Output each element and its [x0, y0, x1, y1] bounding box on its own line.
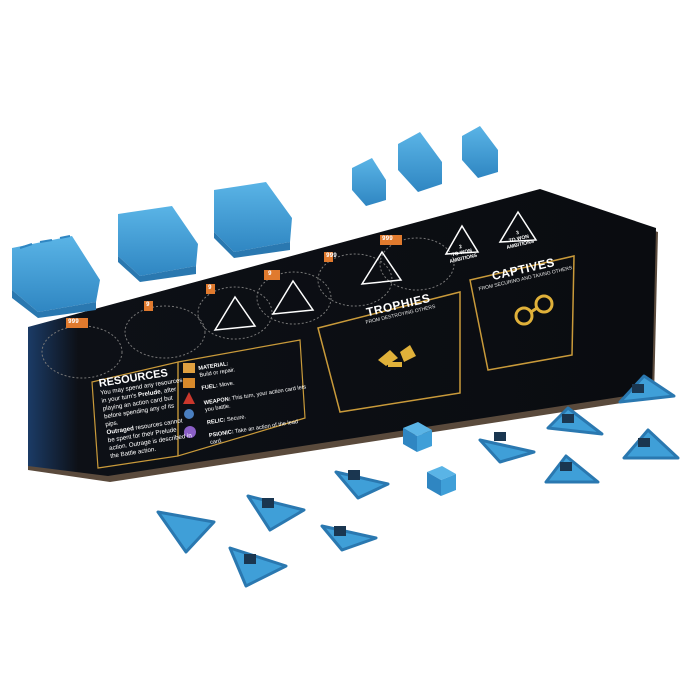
starport-piece[interactable] — [352, 158, 386, 206]
player-board — [28, 189, 658, 482]
fuel-icon — [183, 378, 195, 388]
starport-piece[interactable] — [462, 126, 498, 178]
ship-stack[interactable] — [12, 235, 100, 318]
pip-tag-label: 9 — [268, 270, 272, 277]
resource-icons — [183, 363, 196, 438]
captives-frame — [469, 255, 575, 371]
resource-slot[interactable] — [317, 253, 393, 307]
starport-token[interactable] — [546, 406, 604, 436]
weapon-icon — [183, 392, 195, 404]
resources-text-block: RESOURCES You may spend any resources in… — [98, 365, 194, 461]
pip-tag — [380, 235, 402, 245]
pip-tag-label: 9 — [146, 301, 150, 308]
trophy-icon — [378, 345, 416, 367]
starport-token[interactable] — [478, 432, 536, 464]
fuel-desc: Move. — [218, 380, 235, 389]
pip-tags — [66, 235, 402, 328]
handcuffs-icon — [514, 294, 554, 326]
starport-piece[interactable] — [398, 132, 442, 192]
pip-tag — [324, 252, 333, 262]
triangle-slot — [271, 279, 315, 315]
trophies-panel — [317, 291, 461, 413]
triangle-tokens — [156, 374, 680, 588]
city-token[interactable] — [228, 546, 288, 588]
pip-tag-label: 999 — [68, 318, 79, 325]
pip-tag — [144, 301, 153, 311]
resources-panel — [91, 339, 306, 469]
triangle-slot — [213, 295, 257, 331]
ship-stack[interactable] — [118, 206, 198, 282]
agent-cube[interactable] — [427, 466, 456, 496]
city-token[interactable] — [334, 470, 390, 500]
city-token[interactable] — [320, 524, 378, 552]
resource-slot[interactable] — [197, 286, 273, 340]
resource-list: MATERIAL: Build or repair. FUEL: Move. W… — [198, 350, 314, 447]
agent-cube[interactable] — [403, 422, 432, 452]
agent-cubes — [403, 422, 456, 496]
starport-token[interactable] — [618, 374, 676, 404]
resources-frame-right — [177, 339, 306, 457]
city-token[interactable] — [156, 510, 216, 554]
ship-pieces — [12, 126, 498, 318]
ambition-triangle — [498, 210, 538, 243]
triangle-slot — [360, 250, 403, 285]
resource-slot[interactable] — [379, 237, 455, 291]
fuel-name: FUEL: — [201, 383, 219, 392]
material-icon — [183, 363, 195, 373]
resource-slot[interactable] — [256, 271, 332, 325]
ship-stack[interactable] — [214, 182, 292, 258]
trophies-frame — [317, 291, 461, 413]
city-token[interactable] — [246, 494, 306, 532]
resources-description: You may spend any resources in your turn… — [100, 377, 194, 461]
pip-tag-label: 9 — [208, 284, 212, 291]
pip-tag — [264, 270, 280, 280]
pip-tag — [206, 284, 215, 294]
psionic-icon — [184, 426, 196, 438]
ambition-triangle — [444, 224, 480, 255]
board-surface — [28, 189, 656, 476]
starport-token[interactable] — [544, 454, 600, 484]
pip-tag-label: 999 — [326, 252, 337, 259]
captives-panel — [469, 255, 575, 371]
relic-desc: Secure. — [226, 414, 247, 424]
relic-name: RELIC: — [206, 417, 226, 427]
starport-token[interactable] — [622, 428, 680, 460]
resource-slot[interactable] — [124, 305, 206, 359]
resource-slots — [41, 210, 538, 379]
relic-icon — [184, 409, 194, 419]
pip-tag-label: 999 — [382, 235, 393, 242]
pip-tag — [66, 318, 88, 328]
